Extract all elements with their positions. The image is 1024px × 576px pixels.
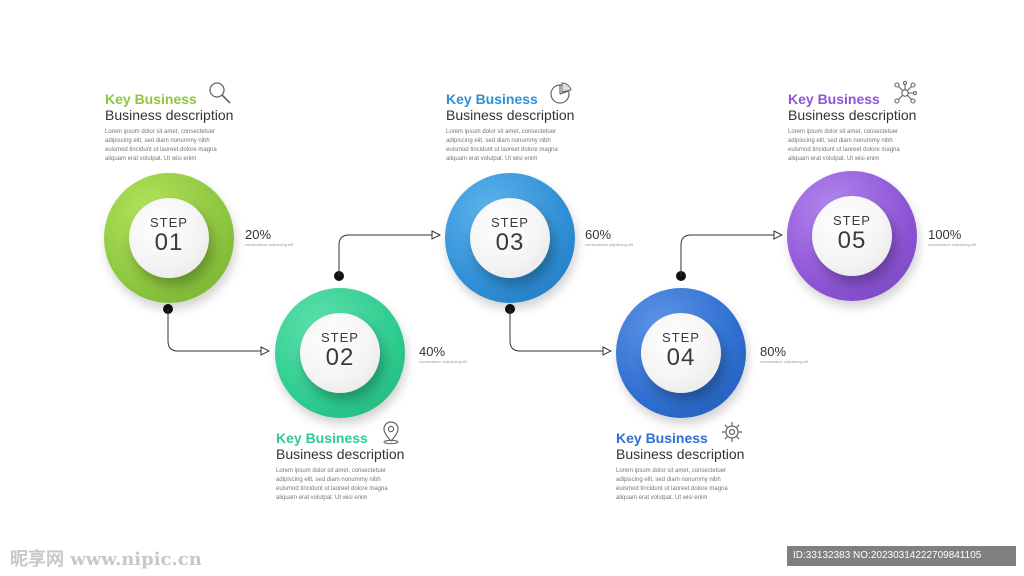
step-03-text: Key Business Business description Lorem … bbox=[446, 91, 576, 164]
network-icon bbox=[894, 80, 918, 104]
step-05-number: 05 bbox=[837, 227, 867, 254]
step-01-body: Lorem ipsum dolor sit amet, consectetuer… bbox=[105, 129, 217, 162]
step-03-body: Lorem ipsum dolor sit amet, consectetuer… bbox=[446, 129, 558, 162]
step-03-percent-value: 60% bbox=[585, 227, 612, 242]
step-02-body: Lorem ipsum dolor sit amet, consectetuer… bbox=[276, 468, 388, 501]
step-03-number: 03 bbox=[495, 229, 525, 256]
step-05-text: Key Business Business description Lorem … bbox=[788, 91, 918, 164]
step-02-ring: STEP 02 bbox=[275, 288, 405, 418]
location-pin-icon bbox=[383, 421, 399, 445]
step-01-label: STEP bbox=[150, 215, 188, 230]
step-03-label: STEP bbox=[491, 215, 529, 230]
step-05-percent: 100% consectetuer adipiscing elit bbox=[928, 227, 976, 248]
step-02-subtitle: Business description bbox=[276, 446, 405, 462]
step-01-percent: 20% consectetuer adipiscing elit bbox=[245, 227, 293, 248]
step-04-title: Key Business bbox=[616, 430, 708, 446]
step-04-text: Key Business Business description Lorem … bbox=[616, 430, 746, 503]
step-03-subtitle: Business description bbox=[446, 107, 575, 123]
step-04-percent: 80% consectetuer adipiscing elit bbox=[760, 344, 808, 365]
step-04-percent-note: consectetuer adipiscing elit bbox=[760, 359, 809, 364]
step-05-body: Lorem ipsum dolor sit amet, consectetuer… bbox=[788, 129, 900, 162]
step-02-percent: 40% consectetuer adipiscing elit bbox=[419, 344, 467, 365]
step-04-disc: STEP 04 bbox=[641, 313, 721, 393]
watermark-left: 昵享网 www.nipic.cn bbox=[10, 549, 202, 570]
step-02-percent-value: 40% bbox=[419, 344, 446, 359]
step-04-percent-value: 80% bbox=[760, 344, 787, 359]
watermark-id-bar: ID:33132383 NO:20230314222709841105 bbox=[787, 546, 1016, 566]
step-03-percent-note: consectetuer adipiscing elit bbox=[585, 242, 634, 247]
step-05-label: STEP bbox=[833, 213, 871, 228]
step-05-ring: STEP 05 bbox=[787, 171, 917, 301]
step-01-title: Key Business bbox=[105, 91, 197, 107]
step-02-label: STEP bbox=[321, 330, 359, 345]
step-02-title: Key Business bbox=[276, 430, 368, 446]
step-05-percent-note: consectetuer adipiscing elit bbox=[928, 242, 977, 247]
connector-arrow bbox=[509, 309, 610, 351]
step-02-percent-note: consectetuer adipiscing elit bbox=[419, 359, 468, 364]
step-01-percent-note: consectetuer adipiscing elit bbox=[245, 242, 294, 247]
step-01-subtitle: Business description bbox=[105, 107, 234, 123]
step-04-label: STEP bbox=[662, 330, 700, 345]
magnifier-icon bbox=[209, 82, 231, 104]
step-02-disc: STEP 02 bbox=[300, 313, 380, 393]
step-04-subtitle: Business description bbox=[616, 446, 745, 462]
step-03-ring: STEP 03 bbox=[445, 173, 575, 303]
step-01-disc: STEP 01 bbox=[129, 198, 209, 278]
step-02-text: Key Business Business description Lorem … bbox=[276, 430, 406, 503]
step-04-ring: STEP 04 bbox=[616, 288, 746, 418]
step-05-percent-value: 100% bbox=[928, 227, 962, 242]
gear-icon bbox=[722, 422, 742, 442]
step-01-text: Key Business Business description Lorem … bbox=[105, 91, 235, 164]
connector-arrow bbox=[167, 309, 268, 351]
step-03-title: Key Business bbox=[446, 91, 538, 107]
step-01-number: 01 bbox=[154, 229, 184, 256]
step-04-number: 04 bbox=[666, 344, 696, 371]
step-05-disc: STEP 05 bbox=[812, 196, 892, 276]
step-05-subtitle: Business description bbox=[788, 107, 917, 123]
step-02-number: 02 bbox=[325, 344, 355, 371]
connector-arrow bbox=[680, 235, 781, 276]
connector-arrow bbox=[338, 235, 439, 276]
pie-chart-icon bbox=[550, 82, 572, 104]
step-04-body: Lorem ipsum dolor sit amet, consectetuer… bbox=[616, 468, 728, 501]
step-05-title: Key Business bbox=[788, 91, 880, 107]
step-01-ring: STEP 01 bbox=[104, 173, 234, 303]
step-03-disc: STEP 03 bbox=[470, 198, 550, 278]
step-01-percent-value: 20% bbox=[245, 227, 272, 242]
step-03-percent: 60% consectetuer adipiscing elit bbox=[585, 227, 633, 248]
